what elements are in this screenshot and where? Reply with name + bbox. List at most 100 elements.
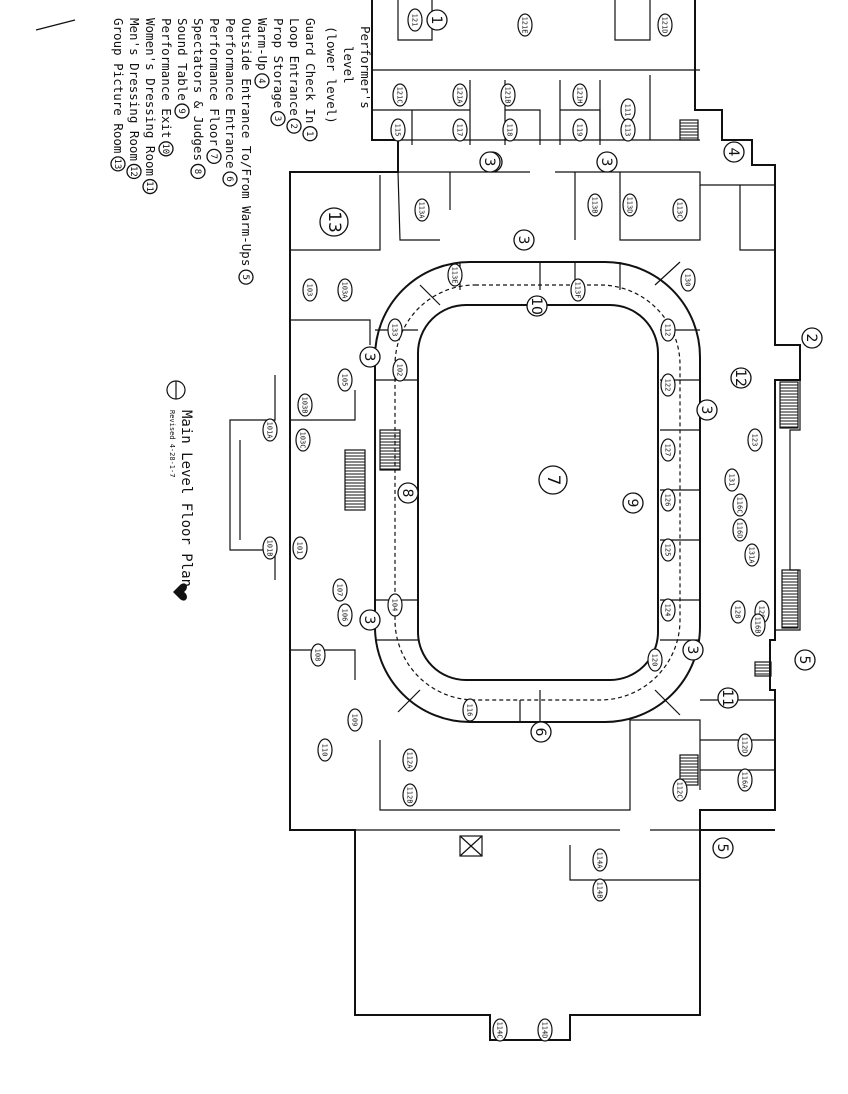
legend-item-number-circle (126, 163, 142, 180)
room-label: 101B (262, 536, 278, 560)
legend-heading-2: level (341, 46, 356, 84)
callout-number: 5 (796, 656, 812, 665)
room-label: 112 (660, 318, 676, 342)
callout-c5b: 5 (712, 837, 734, 859)
legend-item-label: Women's Dressing Room (143, 18, 158, 176)
callout-c3b: 3 (596, 151, 618, 173)
legend-item-label: Loop Entrance (287, 18, 302, 116)
legend-item-number: 5 (240, 274, 250, 279)
callout-number: 6 (532, 728, 548, 737)
room-number: 113B (591, 197, 599, 214)
room-number: 121D (661, 17, 669, 34)
room-label: 114A (592, 848, 608, 872)
plan-title-sub: Revised 4-28-1-7 (168, 410, 176, 477)
legend-item-label: Spectators & Judges (191, 18, 206, 161)
room-number: 127 (664, 444, 672, 457)
legend-item-number: 13 (112, 158, 122, 169)
room-number: 125 (664, 544, 672, 557)
room-label: 121B (500, 83, 516, 107)
heart-icon (173, 583, 187, 601)
room-label: 121H (572, 83, 588, 107)
room-label: 113A (414, 198, 430, 222)
callout-number: 3 (481, 158, 497, 167)
room-label: 123 (747, 428, 763, 452)
callout-number: 3 (698, 406, 714, 415)
room-label: 113F (570, 278, 586, 302)
room-label: 121A (452, 83, 468, 107)
room-label: 103B (297, 393, 313, 417)
room-number: 103A (341, 282, 349, 300)
room-number: 105 (341, 374, 349, 387)
room-label: 125 (660, 538, 676, 562)
plan-title-main: Main Level Floor Plan (178, 410, 194, 587)
room-label: 103C (295, 428, 311, 452)
room-number: 121A (456, 87, 464, 105)
room-label: 107 (332, 578, 348, 602)
room-number: 101B (266, 540, 274, 557)
room-label: 109 (347, 708, 363, 732)
stairs (344, 119, 799, 786)
room-number: 103B (301, 397, 309, 414)
room-label: 105 (337, 368, 353, 392)
room-number: 120 (651, 654, 659, 667)
callout-number: 4 (725, 148, 741, 157)
room-number: 121 (411, 14, 419, 27)
room-number: 115 (394, 124, 402, 137)
callout-c8: 8 (397, 482, 419, 504)
plan-title: Main Level Floor Plan Revised 4-28-1-7 (166, 380, 194, 601)
callout-number: 12 (732, 369, 748, 387)
room-number: 102 (396, 364, 404, 377)
room-number: 116B (754, 617, 762, 634)
room-number: 112D (741, 737, 749, 754)
callout-number: 9 (624, 499, 640, 508)
room-label: 103 (302, 278, 318, 302)
room-number: 112B (406, 787, 414, 804)
legend-item-number-circle (254, 73, 270, 89)
legend-item-label: Performance Exit (159, 18, 174, 138)
legend-item-label: Sound Table (175, 18, 190, 101)
room-number: 117 (456, 124, 464, 137)
room-number: 113F (574, 282, 582, 299)
legend-item-label: Performance Entrance (223, 18, 238, 169)
room-number: 121C (396, 87, 404, 104)
callout-c13: 13 (319, 207, 349, 237)
callout-number: 8 (399, 489, 415, 498)
callout-number: 10 (528, 297, 544, 315)
legend-heading-3: (lower level) (324, 26, 339, 124)
room-label: 106 (337, 603, 353, 627)
room-number: 113 (624, 124, 632, 137)
room-label: 121D (657, 13, 673, 37)
room-number: 112 (664, 324, 672, 337)
room-number: 122 (664, 379, 672, 392)
legend-item-label: Prop Storage (271, 18, 286, 108)
room-label: 101 (292, 536, 308, 560)
building-walls (229, 0, 801, 1041)
legend-item-number: 3 (272, 116, 282, 121)
room-label: 102 (392, 358, 408, 382)
callout-number: 1 (428, 16, 444, 25)
legend-item-number-circle (158, 141, 174, 157)
room-label: 118 (502, 118, 518, 142)
room-number: 123 (751, 434, 759, 447)
room-number: 113A (418, 202, 426, 220)
room-number: 113E (451, 267, 459, 284)
room-number: 130 (684, 274, 692, 287)
room-label: 119 (572, 118, 588, 142)
room-label: 112C (672, 778, 688, 802)
callout-c1: 1 (426, 9, 448, 31)
callout-c2: 2 (801, 327, 823, 349)
room-label: 124 (660, 598, 676, 622)
legend-item-number-circle (302, 126, 318, 142)
room-number: 111 (624, 104, 632, 117)
room-label: 113B (587, 193, 603, 217)
legend-item-number: 7 (208, 154, 218, 159)
legend-item-number-circle (142, 178, 158, 195)
room-number: 118 (506, 124, 514, 137)
room-label: 122 (660, 373, 676, 397)
callout-number: 2 (803, 334, 819, 343)
room-label: 112D (737, 733, 753, 757)
room-label: 131A (744, 543, 760, 567)
room-number: 113D (626, 197, 634, 214)
room-label: 113C (672, 198, 688, 222)
legend-item-number-circle (270, 110, 286, 127)
